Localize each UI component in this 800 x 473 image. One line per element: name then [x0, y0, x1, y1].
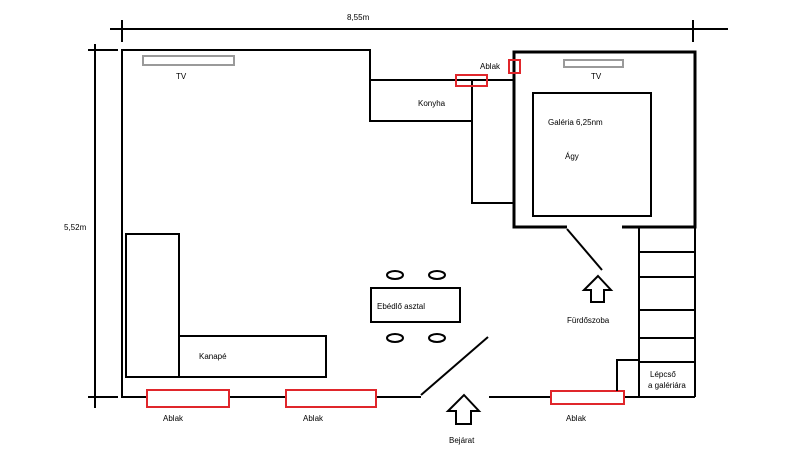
stairs [616, 227, 695, 397]
window-top-gallery [508, 59, 521, 74]
tv-gallery [563, 59, 624, 68]
kitchen-counter-left [369, 80, 472, 122]
exterior-walls [121, 49, 696, 398]
window-bottom-right-label: Ablak [566, 414, 587, 423]
doors [420, 228, 603, 396]
gallery-label: Galéria 6,25nm [548, 118, 603, 127]
entrance-door [420, 336, 489, 396]
bathroom-label: Fürdőszoba [567, 316, 610, 325]
window-bottom-left-label: Ablak [163, 414, 184, 423]
sofa-label: Kanapé [199, 352, 227, 361]
bathroom-arrow-icon [581, 274, 614, 303]
window-top-kitchen [455, 74, 488, 87]
sofa-back [125, 233, 180, 378]
arrows [445, 274, 614, 425]
tv-gallery-label: TV [591, 72, 602, 81]
dining-table [370, 287, 461, 323]
window-top-label: Ablak [480, 62, 501, 71]
window-bottom-left [146, 389, 230, 408]
sofa-seat [178, 335, 327, 378]
kitchen-label: Konyha [418, 99, 446, 108]
tv-living-room [142, 55, 235, 66]
wall-top-left [121, 49, 371, 398]
width-dimension-label: 8,55m [347, 13, 370, 22]
stairs-label-line1: Lépcső [650, 370, 676, 379]
kitchen-counter [369, 79, 514, 204]
bed-label: Ágy [565, 152, 579, 161]
chair [386, 333, 404, 343]
dining-table-label: Ebédlő asztal [377, 302, 425, 311]
height-dimension-label: 5,52m [64, 223, 87, 232]
chair [428, 333, 446, 343]
gallery-wall-top [512, 50, 697, 229]
chair [386, 270, 404, 280]
tvs [142, 55, 624, 68]
entrance-arrow-icon [445, 393, 482, 425]
gallery-wall-left [512, 80, 567, 229]
dining-chairs [386, 270, 446, 343]
dimension-lines [88, 20, 728, 408]
bathroom-door [566, 228, 603, 271]
tv-living-room-label: TV [176, 72, 187, 81]
window-bottom-middle-label: Ablak [303, 414, 324, 423]
window-bottom-middle [285, 389, 377, 408]
bed-outline [532, 92, 652, 217]
kitchen-counter-right [471, 80, 514, 204]
stairs-base-box [616, 359, 639, 391]
window-bottom-right [550, 390, 625, 405]
chair [428, 270, 446, 280]
windows [146, 59, 625, 408]
stairs-label-line2: a galériára [648, 381, 686, 390]
entrance-label: Bejárat [449, 436, 475, 445]
sofa [125, 233, 327, 378]
gallery-walls [512, 50, 697, 229]
